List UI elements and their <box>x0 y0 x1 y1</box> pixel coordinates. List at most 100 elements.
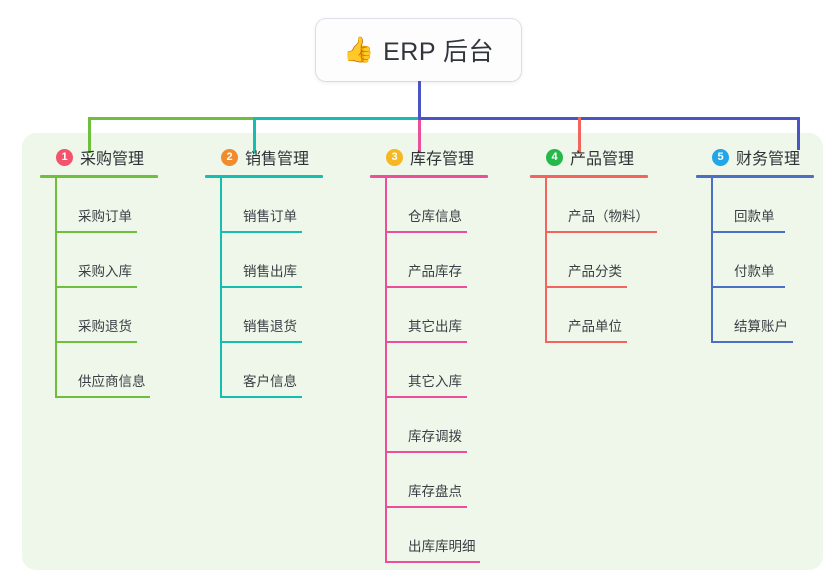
branch-item-underline <box>713 286 785 288</box>
branch-underline-4 <box>530 175 648 178</box>
branch-item-label: 产品分类 <box>568 264 622 279</box>
branch-item-underline <box>387 231 467 233</box>
list-item[interactable]: 产品库存 <box>386 233 488 288</box>
branch-header-1[interactable]: 1 采购管理 <box>40 145 158 169</box>
branch-item-label: 供应商信息 <box>78 374 146 389</box>
list-item[interactable]: 客户信息 <box>221 343 323 398</box>
list-item[interactable]: 结算账户 <box>712 288 814 343</box>
branch-item-label: 客户信息 <box>243 374 297 389</box>
branch-items-4: 产品（物料） 产品分类产品单位 <box>530 178 657 343</box>
branch-item-underline <box>387 396 467 398</box>
branch-items-1: 采购订单采购入库采购退货供应商信息 <box>40 178 158 398</box>
branch-items-2: 销售订单销售出库销售退货客户信息 <box>205 178 323 398</box>
branch-title-1: 采购管理 <box>80 151 145 168</box>
branch-item-underline <box>387 451 467 453</box>
branch-underline-5 <box>696 175 814 178</box>
list-item[interactable]: 库存调拨 <box>386 398 488 453</box>
branch-item-label: 产品（物料） <box>568 209 649 224</box>
branch-number-badge-3: 3 <box>386 148 403 166</box>
root-node-title: ERP 后台 <box>383 38 495 66</box>
branch-item-underline <box>222 396 302 398</box>
drop-line-col-3 <box>418 120 421 153</box>
branch-item-label: 回款单 <box>734 209 775 224</box>
branch-item-underline <box>713 231 785 233</box>
branch-item-label: 付款单 <box>734 264 775 279</box>
branch-spine-2 <box>220 178 222 398</box>
branch-item-label: 结算账户 <box>734 319 788 334</box>
branch-item-label: 库存调拨 <box>408 429 462 444</box>
branch-item-underline <box>57 341 137 343</box>
list-item[interactable]: 其它出库 <box>386 288 488 343</box>
branch-column-1: 1 采购管理采购订单采购入库采购退货供应商信息 <box>40 145 158 398</box>
list-item[interactable]: 回款单 <box>712 178 814 233</box>
branch-item-underline <box>387 561 480 563</box>
list-item[interactable]: 其它入库 <box>386 343 488 398</box>
branch-items-3: 仓库信息产品库存其它出库其它入库库存调拨库存盘点出库库明细 <box>370 178 488 563</box>
branch-underline-2 <box>205 175 323 178</box>
branch-header-3[interactable]: 3 库存管理 <box>370 145 488 169</box>
list-item[interactable]: 采购入库 <box>56 233 158 288</box>
branch-number-badge-4: 4 <box>546 148 563 166</box>
branch-item-underline <box>713 341 793 343</box>
list-item[interactable]: 产品单位 <box>546 288 648 343</box>
thumbs-up-icon: 👍 <box>342 35 375 64</box>
branch-title-3: 库存管理 <box>410 151 475 168</box>
branch-item-label: 其它出库 <box>408 319 462 334</box>
branch-item-label: 产品单位 <box>568 319 622 334</box>
root-node-erp-backend[interactable]: 👍 ERP 后台 <box>316 19 521 81</box>
list-item[interactable]: 采购订单 <box>56 178 158 233</box>
branch-number-badge-5: 5 <box>712 148 729 166</box>
branch-column-4: 4 产品管理产品（物料） 产品分类产品单位 <box>530 145 657 343</box>
branch-item-label: 采购订单 <box>78 209 132 224</box>
list-item[interactable]: 供应商信息 <box>56 343 158 398</box>
list-item[interactable]: 出库库明细 <box>386 508 488 563</box>
list-item[interactable]: 产品分类 <box>546 233 648 288</box>
drop-line-col-5-right <box>797 117 800 150</box>
branch-title-4: 产品管理 <box>570 151 635 168</box>
branch-item-label: 采购退货 <box>78 319 132 334</box>
branch-item-label: 产品库存 <box>408 264 462 279</box>
branch-underline-3 <box>370 175 488 178</box>
branch-item-label: 销售出库 <box>243 264 297 279</box>
branch-item-underline <box>387 341 467 343</box>
branch-item-label: 销售退货 <box>243 319 297 334</box>
branch-item-underline <box>547 231 657 233</box>
branch-header-4[interactable]: 4 产品管理 <box>530 145 648 169</box>
branch-item-underline <box>57 231 137 233</box>
branch-item-underline <box>57 396 150 398</box>
branch-item-label: 出库库明细 <box>408 539 476 554</box>
branch-item-underline <box>387 286 467 288</box>
branch-column-3: 3 库存管理仓库信息产品库存其它出库其它入库库存调拨库存盘点出库库明细 <box>370 145 488 563</box>
branch-item-underline <box>387 506 467 508</box>
branch-underline-1 <box>40 175 158 178</box>
list-item[interactable]: 销售退货 <box>221 288 323 343</box>
branch-number-badge-1: 1 <box>56 148 73 166</box>
branch-item-label: 其它入库 <box>408 374 462 389</box>
branch-item-underline <box>222 286 302 288</box>
list-item[interactable]: 库存盘点 <box>386 453 488 508</box>
branch-items-5: 回款单付款单结算账户 <box>696 178 814 343</box>
list-item[interactable]: 销售订单 <box>221 178 323 233</box>
branch-item-label: 库存盘点 <box>408 484 462 499</box>
branch-item-underline <box>547 286 627 288</box>
drop-line-col-4 <box>578 117 581 153</box>
branch-item-underline <box>547 341 627 343</box>
branch-item-label: 仓库信息 <box>408 209 462 224</box>
branch-item-underline <box>222 341 302 343</box>
list-item[interactable]: 产品（物料） <box>546 178 657 233</box>
list-item[interactable]: 付款单 <box>712 233 814 288</box>
branch-item-label: 销售订单 <box>243 209 297 224</box>
drop-line-col-2 <box>253 117 256 153</box>
branch-item-underline <box>57 286 137 288</box>
branch-item-label: 采购入库 <box>78 264 132 279</box>
branch-spine-4 <box>545 178 547 343</box>
drop-line-col-1 <box>88 117 91 153</box>
branch-title-2: 销售管理 <box>245 151 310 168</box>
list-item[interactable]: 仓库信息 <box>386 178 488 233</box>
list-item[interactable]: 销售出库 <box>221 233 323 288</box>
list-item[interactable]: 采购退货 <box>56 288 158 343</box>
